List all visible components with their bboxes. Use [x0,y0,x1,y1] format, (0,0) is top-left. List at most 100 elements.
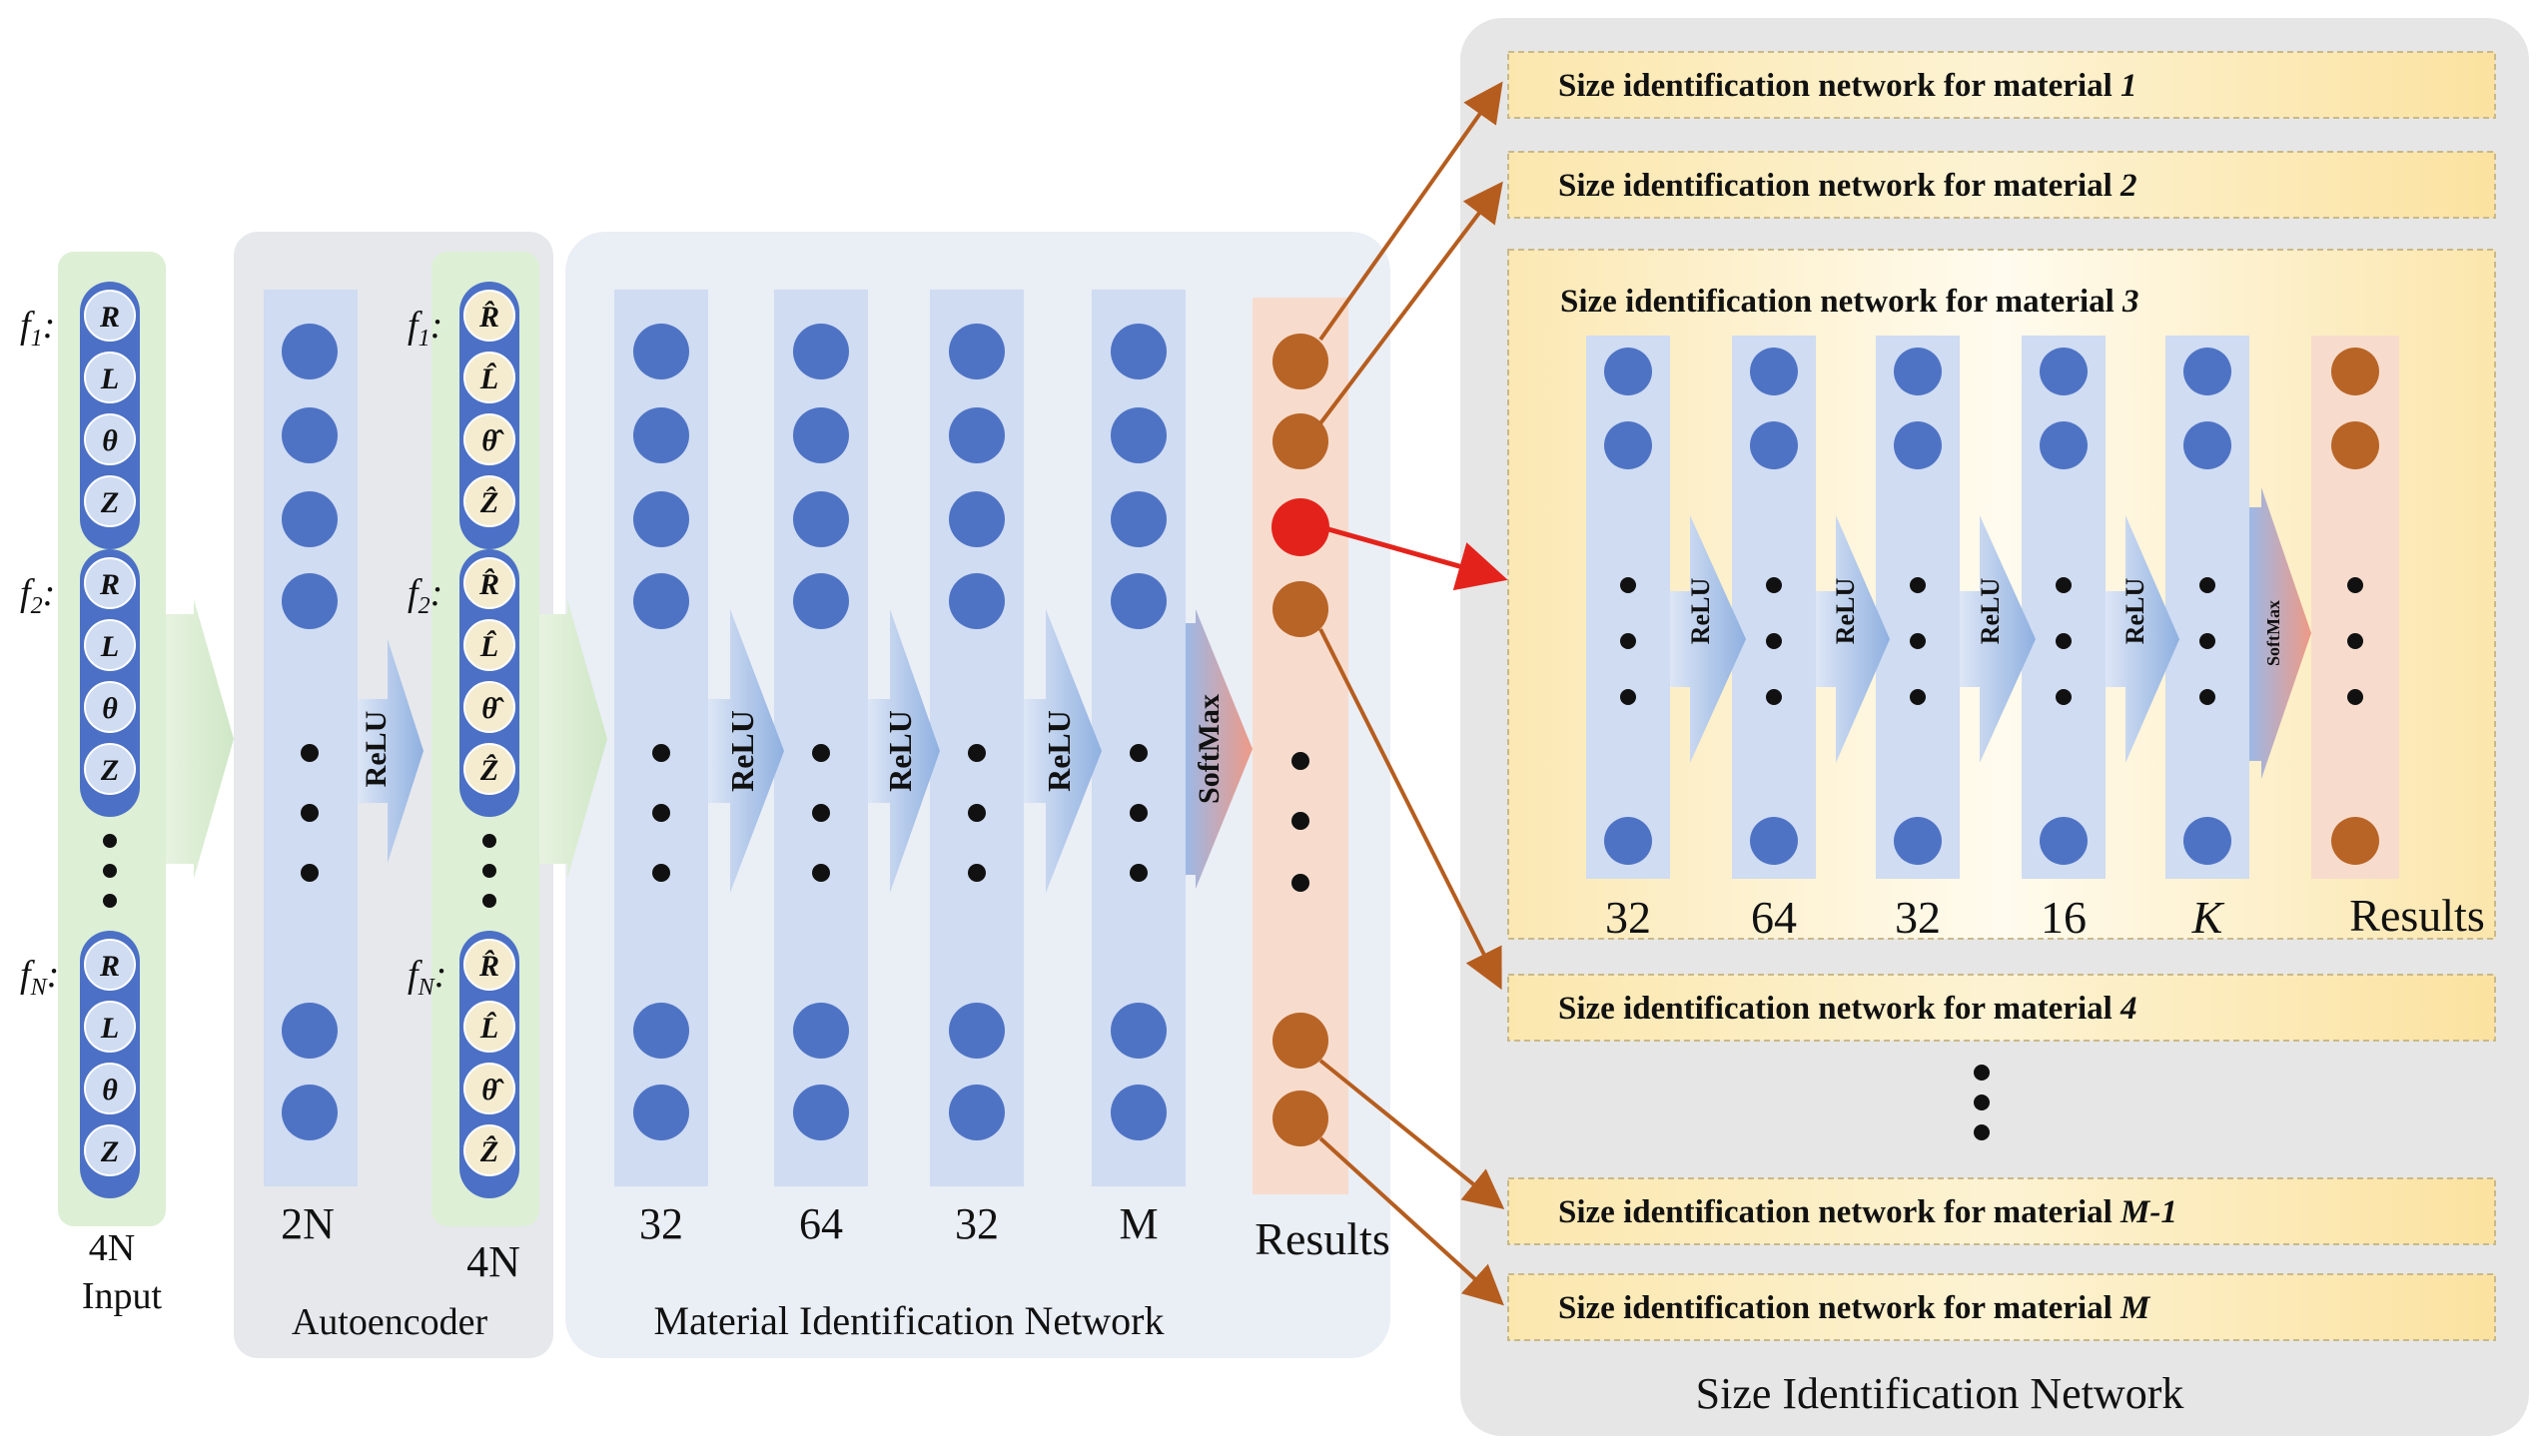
recon-feature-stack: R̂L̂θ̂Ẑf1:R̂L̂θ̂Ẑf2:R̂L̂θ̂ẐfN: [408,282,519,1198]
size-neuron [2040,348,2088,395]
relu-label: ReLU [724,710,760,792]
material-neuron [793,1003,849,1059]
banner-label: Size identification network for material… [1558,1194,2177,1230]
feature-var-label: R̂ [478,568,499,601]
ellipsis-dot [482,864,496,878]
size-result-node [2331,817,2379,865]
size-layer-size: 32 [1895,892,1941,943]
ellipsis-dot [103,894,117,908]
feature-var-label: Ẑ [479,1135,498,1168]
feature-label: f1: [20,305,55,352]
softmax-arrow [1186,609,1253,889]
feature-label: f2: [20,572,55,619]
route-arrow [1318,181,1503,425]
size-layer-band [1876,336,1960,879]
size-network-banner[interactable] [1507,974,2496,1042]
feature-var-node [463,1063,515,1114]
size-layer-band [1586,336,1670,879]
size-neuron [1750,348,1798,395]
relu-arrow-encoder [358,639,424,863]
selected-route-arrow [1327,526,1508,591]
feature-var-label: L̂ [479,630,498,663]
feature-var-node [463,1001,515,1053]
banner-label: Size identification network for material… [1558,1290,2151,1326]
banner-label: Size identification network for material… [1560,284,2139,320]
feature-var-label: θ [102,692,118,725]
material-neuron [949,324,1005,379]
material-neuron [793,407,849,463]
size-network-banner[interactable] [1507,1273,2496,1341]
ellipsis-dot [1766,633,1782,649]
relu-arrow [1024,609,1102,893]
feature-var-label: R [99,301,120,334]
ellipsis-dot [301,864,319,882]
feature-var-label: L [100,363,119,395]
ellipsis-dot [812,744,830,762]
size-neuron [1894,421,1942,469]
material-layer-size: 64 [799,1199,843,1248]
material-results-label: Results [1255,1213,1389,1264]
material-neuron [633,491,689,547]
size-result-node [2331,348,2379,395]
ellipsis-dot [1910,689,1926,705]
softmax-label: SoftMax [2263,600,2283,666]
ellipsis-dot [1291,812,1309,830]
ellipsis-dot [1130,864,1148,882]
feature-var-label: Z [100,486,119,519]
relu-arrow [708,609,784,893]
input-title: Input [82,1275,163,1317]
feature-var-label: Z [100,754,119,787]
feature-var-node [84,743,136,795]
size-layer-band [2165,336,2249,879]
material-result-node [1272,1013,1328,1069]
ellipsis-dot [652,804,670,822]
input-to-encoder-arrow [166,599,234,879]
ellipsis-dot [1910,577,1926,593]
ellipsis-dot [968,864,986,882]
material-neuron [793,491,849,547]
material-result-node [1272,581,1328,637]
feature-var-node [84,557,136,609]
feature-var-node [84,1124,136,1176]
feature-var-node [84,619,136,671]
size-result-node [2331,421,2379,469]
feature-var-label: L [100,1012,119,1045]
relu-label-encoder: ReLU [360,711,393,788]
size-network-banner[interactable] [1507,51,2496,119]
feature-var-node [463,619,515,671]
size-network-banner[interactable] [1507,1177,2496,1245]
softmax-label: SoftMax [1193,694,1226,804]
banner-label: Size identification network for material… [1558,68,2137,104]
ellipsis-dot [2199,689,2215,705]
size-neuron [2183,817,2231,865]
autoencoder-hidden-size: 2N [281,1199,335,1248]
ellipsis-dot [1910,633,1926,649]
ellipsis-dot [1620,633,1636,649]
size-neuron [1894,817,1942,865]
material-neuron [1111,491,1167,547]
input-size: 4N [89,1227,135,1269]
ellipsis-dot [1620,577,1636,593]
ellipsis-dot [2347,689,2363,705]
selected-material-node [1271,498,1329,556]
size-network-banner[interactable] [1507,151,2496,219]
feature-var-node [84,1063,136,1114]
ellipsis-dot [2056,577,2072,593]
size-neuron [2040,817,2088,865]
ellipsis-dot [301,804,319,822]
size-layer-band [1732,336,1816,879]
size-layer-size: K [2191,892,2225,943]
ellipsis-dot [482,834,496,848]
feature-var-label: L̂ [479,363,498,395]
relu-label: ReLU [882,710,918,792]
ellipsis-dot [1620,689,1636,705]
material-neuron [633,1003,689,1059]
material-layer-size: 32 [639,1199,683,1248]
feature-var-node [84,939,136,991]
size-neuron [1750,817,1798,865]
ellipsis-dot [2199,633,2215,649]
ellipsis-dot [968,804,986,822]
relu-arrow [2106,515,2179,763]
